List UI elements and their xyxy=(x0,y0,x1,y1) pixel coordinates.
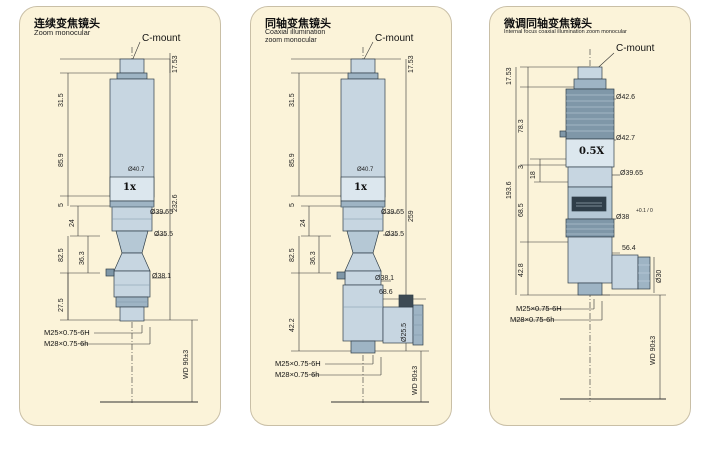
thread-spec-outer: M28×0.75-6h xyxy=(44,339,89,348)
dim-length-78: 78.3 xyxy=(518,119,525,133)
panel-title: 连续变焦镜头 xyxy=(34,18,100,30)
panel-subtitle: Zoom monocular xyxy=(34,28,91,37)
magnification-label: 1x xyxy=(354,182,367,193)
thread-spec-outer: M28×0.75-6h xyxy=(275,370,320,379)
dim-diameter-42-7: Ø42.7 xyxy=(616,135,636,142)
dim-top-offset: 17.53 xyxy=(172,55,179,73)
dim-working-distance: WD 90±3 xyxy=(183,349,190,379)
panel-subtitle-line1: Coaxial illumination xyxy=(265,29,326,36)
thread-spec-inner: M25×0.75-6H xyxy=(516,304,562,313)
dim-working-distance: WD 90±3 xyxy=(650,335,657,365)
dim-port-diameter: Ø25.5 xyxy=(401,322,408,342)
dim-length-5: 5 xyxy=(58,203,65,207)
thread-spec-outer: M28×0.75-6h xyxy=(510,315,555,324)
dim-length-42: 42.2 xyxy=(289,318,296,332)
dim-length-82: 82.5 xyxy=(58,248,65,262)
dim-length-36: 36.3 xyxy=(310,251,317,265)
dim-length-36: 36.3 xyxy=(79,251,86,265)
dim-diameter-39: Ø39.65 xyxy=(381,209,404,216)
dim-length-24: 24 xyxy=(300,219,307,227)
dim-total-length: 193.6 xyxy=(506,181,513,199)
magnification-label: 0.5X xyxy=(579,146,605,157)
dim-port-diameter: Ø30 xyxy=(656,269,663,283)
panel-title: 微调同轴变焦镜头 xyxy=(504,18,592,30)
c-mount-label: C-mount xyxy=(616,43,655,54)
magnification-label: 1x xyxy=(123,182,136,193)
dim-length-42: 42.8 xyxy=(518,263,525,277)
panel-subtitle-line2: zoom monocular xyxy=(265,37,317,44)
dim-side-port-length: 56.4 xyxy=(622,245,636,252)
dim-total-length: 232.6 xyxy=(172,194,179,212)
dim-length-31: 31.5 xyxy=(58,93,65,107)
dim-working-distance: WD 90±3 xyxy=(412,365,419,395)
dim-side-port-length: 68.6 xyxy=(379,289,393,296)
dim-length-24: 24 xyxy=(69,219,76,227)
thread-spec-inner: M25×0.75-6H xyxy=(275,359,321,368)
panel-title: 同轴变焦镜头 xyxy=(265,18,331,30)
dim-diameter-top: Ø40.7 xyxy=(128,167,145,173)
thread-spec-inner: M25×0.75-6H xyxy=(44,328,90,337)
dim-diameter-38: Ø38.1 xyxy=(375,275,395,282)
dim-length-27: 27.5 xyxy=(58,298,65,312)
panel-zoom-monocular: 连续变焦镜头 Zoom monocular C-mount xyxy=(19,6,221,426)
dim-diameter-38: Ø38.1 xyxy=(152,273,172,280)
dim-diameter-35: Ø35.5 xyxy=(154,231,174,238)
dim-diameter-39: Ø39.65 xyxy=(150,209,173,216)
dim-length-68: 68.5 xyxy=(518,203,525,217)
dim-length-85: 85.9 xyxy=(58,153,65,167)
dim-length-3: 3 xyxy=(518,165,525,169)
c-mount-label: C-mount xyxy=(375,33,414,44)
c-mount-label: C-mount xyxy=(142,33,181,44)
dim-length-82: 82.5 xyxy=(289,248,296,262)
dim-diameter-42-6: Ø42.6 xyxy=(616,94,636,101)
dim-length-18: 18 xyxy=(530,171,537,179)
dim-top-offset: 17.53 xyxy=(506,67,513,85)
dim-length-85: 85.9 xyxy=(289,153,296,167)
dim-diameter-38: Ø38 xyxy=(616,214,630,221)
dim-top-offset: 17.53 xyxy=(408,55,415,73)
dim-diameter-35: Ø35.5 xyxy=(385,231,405,238)
dim-diameter-38-tolerance: +0.1 / 0 xyxy=(636,208,653,214)
dim-length-31: 31.5 xyxy=(289,93,296,107)
dim-diameter-39: Ø39.65 xyxy=(620,170,643,177)
dim-diameter-top: Ø40.7 xyxy=(357,167,374,173)
panel-coaxial-zoom: 同轴变焦镜头 Coaxial illumination zoom monocul… xyxy=(250,6,452,426)
dim-total-length: 259 xyxy=(408,210,415,222)
lens-drawing xyxy=(291,41,429,403)
lens-drawing xyxy=(514,49,666,402)
panel-internal-focus-coaxial-zoom: 微调同轴变焦镜头 Internal focus coaxial illumina… xyxy=(489,6,691,426)
dim-length-5: 5 xyxy=(289,203,296,207)
panel-subtitle: Internal focus coaxial illumination zoom… xyxy=(504,29,627,35)
lens-drawing xyxy=(60,41,198,403)
